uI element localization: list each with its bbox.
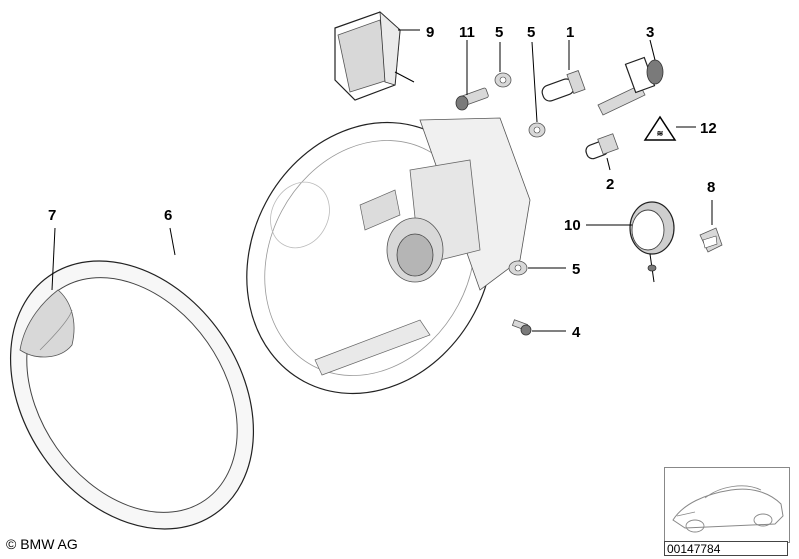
screw-bolt xyxy=(455,87,489,111)
grommet-lower xyxy=(508,260,528,276)
callout-9: 9 xyxy=(426,24,434,41)
bulb-cover-cap xyxy=(629,201,675,283)
grommet-middle xyxy=(528,122,546,138)
callout-8: 8 xyxy=(707,179,715,196)
callout-5b: 5 xyxy=(527,24,535,41)
callouts: 9 11 5 5 1 3 12 2 8 10 5 4 7 6 xyxy=(48,24,717,341)
headlight-cap xyxy=(334,11,415,101)
callout-3: 3 xyxy=(646,24,654,41)
grommet-upper xyxy=(494,72,512,88)
callout-7: 7 xyxy=(48,207,56,224)
bulb-h7 xyxy=(541,70,586,102)
retaining-clip xyxy=(699,227,723,253)
callout-5c: 5 xyxy=(572,261,580,278)
xenon-bulb xyxy=(597,56,664,116)
leader-lines xyxy=(51,29,713,332)
hot-surface-warning-icon: ≋ xyxy=(643,115,677,141)
headlight-housing xyxy=(246,117,531,395)
vehicle-reference-thumbnail xyxy=(664,467,790,543)
copyright-notice: © BMW AG xyxy=(6,536,78,552)
callout-5a: 5 xyxy=(495,24,503,41)
callout-10: 10 xyxy=(564,217,581,234)
callout-11: 11 xyxy=(459,24,475,41)
car-outline-icon xyxy=(672,485,784,533)
screw xyxy=(511,319,532,336)
callout-1: 1 xyxy=(566,24,574,41)
bulb-h1 xyxy=(585,133,619,160)
callout-4: 4 xyxy=(572,324,581,341)
svg-text:≋: ≋ xyxy=(657,129,664,138)
lens-cover xyxy=(19,289,75,358)
callout-6: 6 xyxy=(164,207,172,224)
callout-2: 2 xyxy=(606,176,614,193)
callout-12: 12 xyxy=(700,120,717,137)
diagram-number: 00147784 xyxy=(664,541,788,556)
